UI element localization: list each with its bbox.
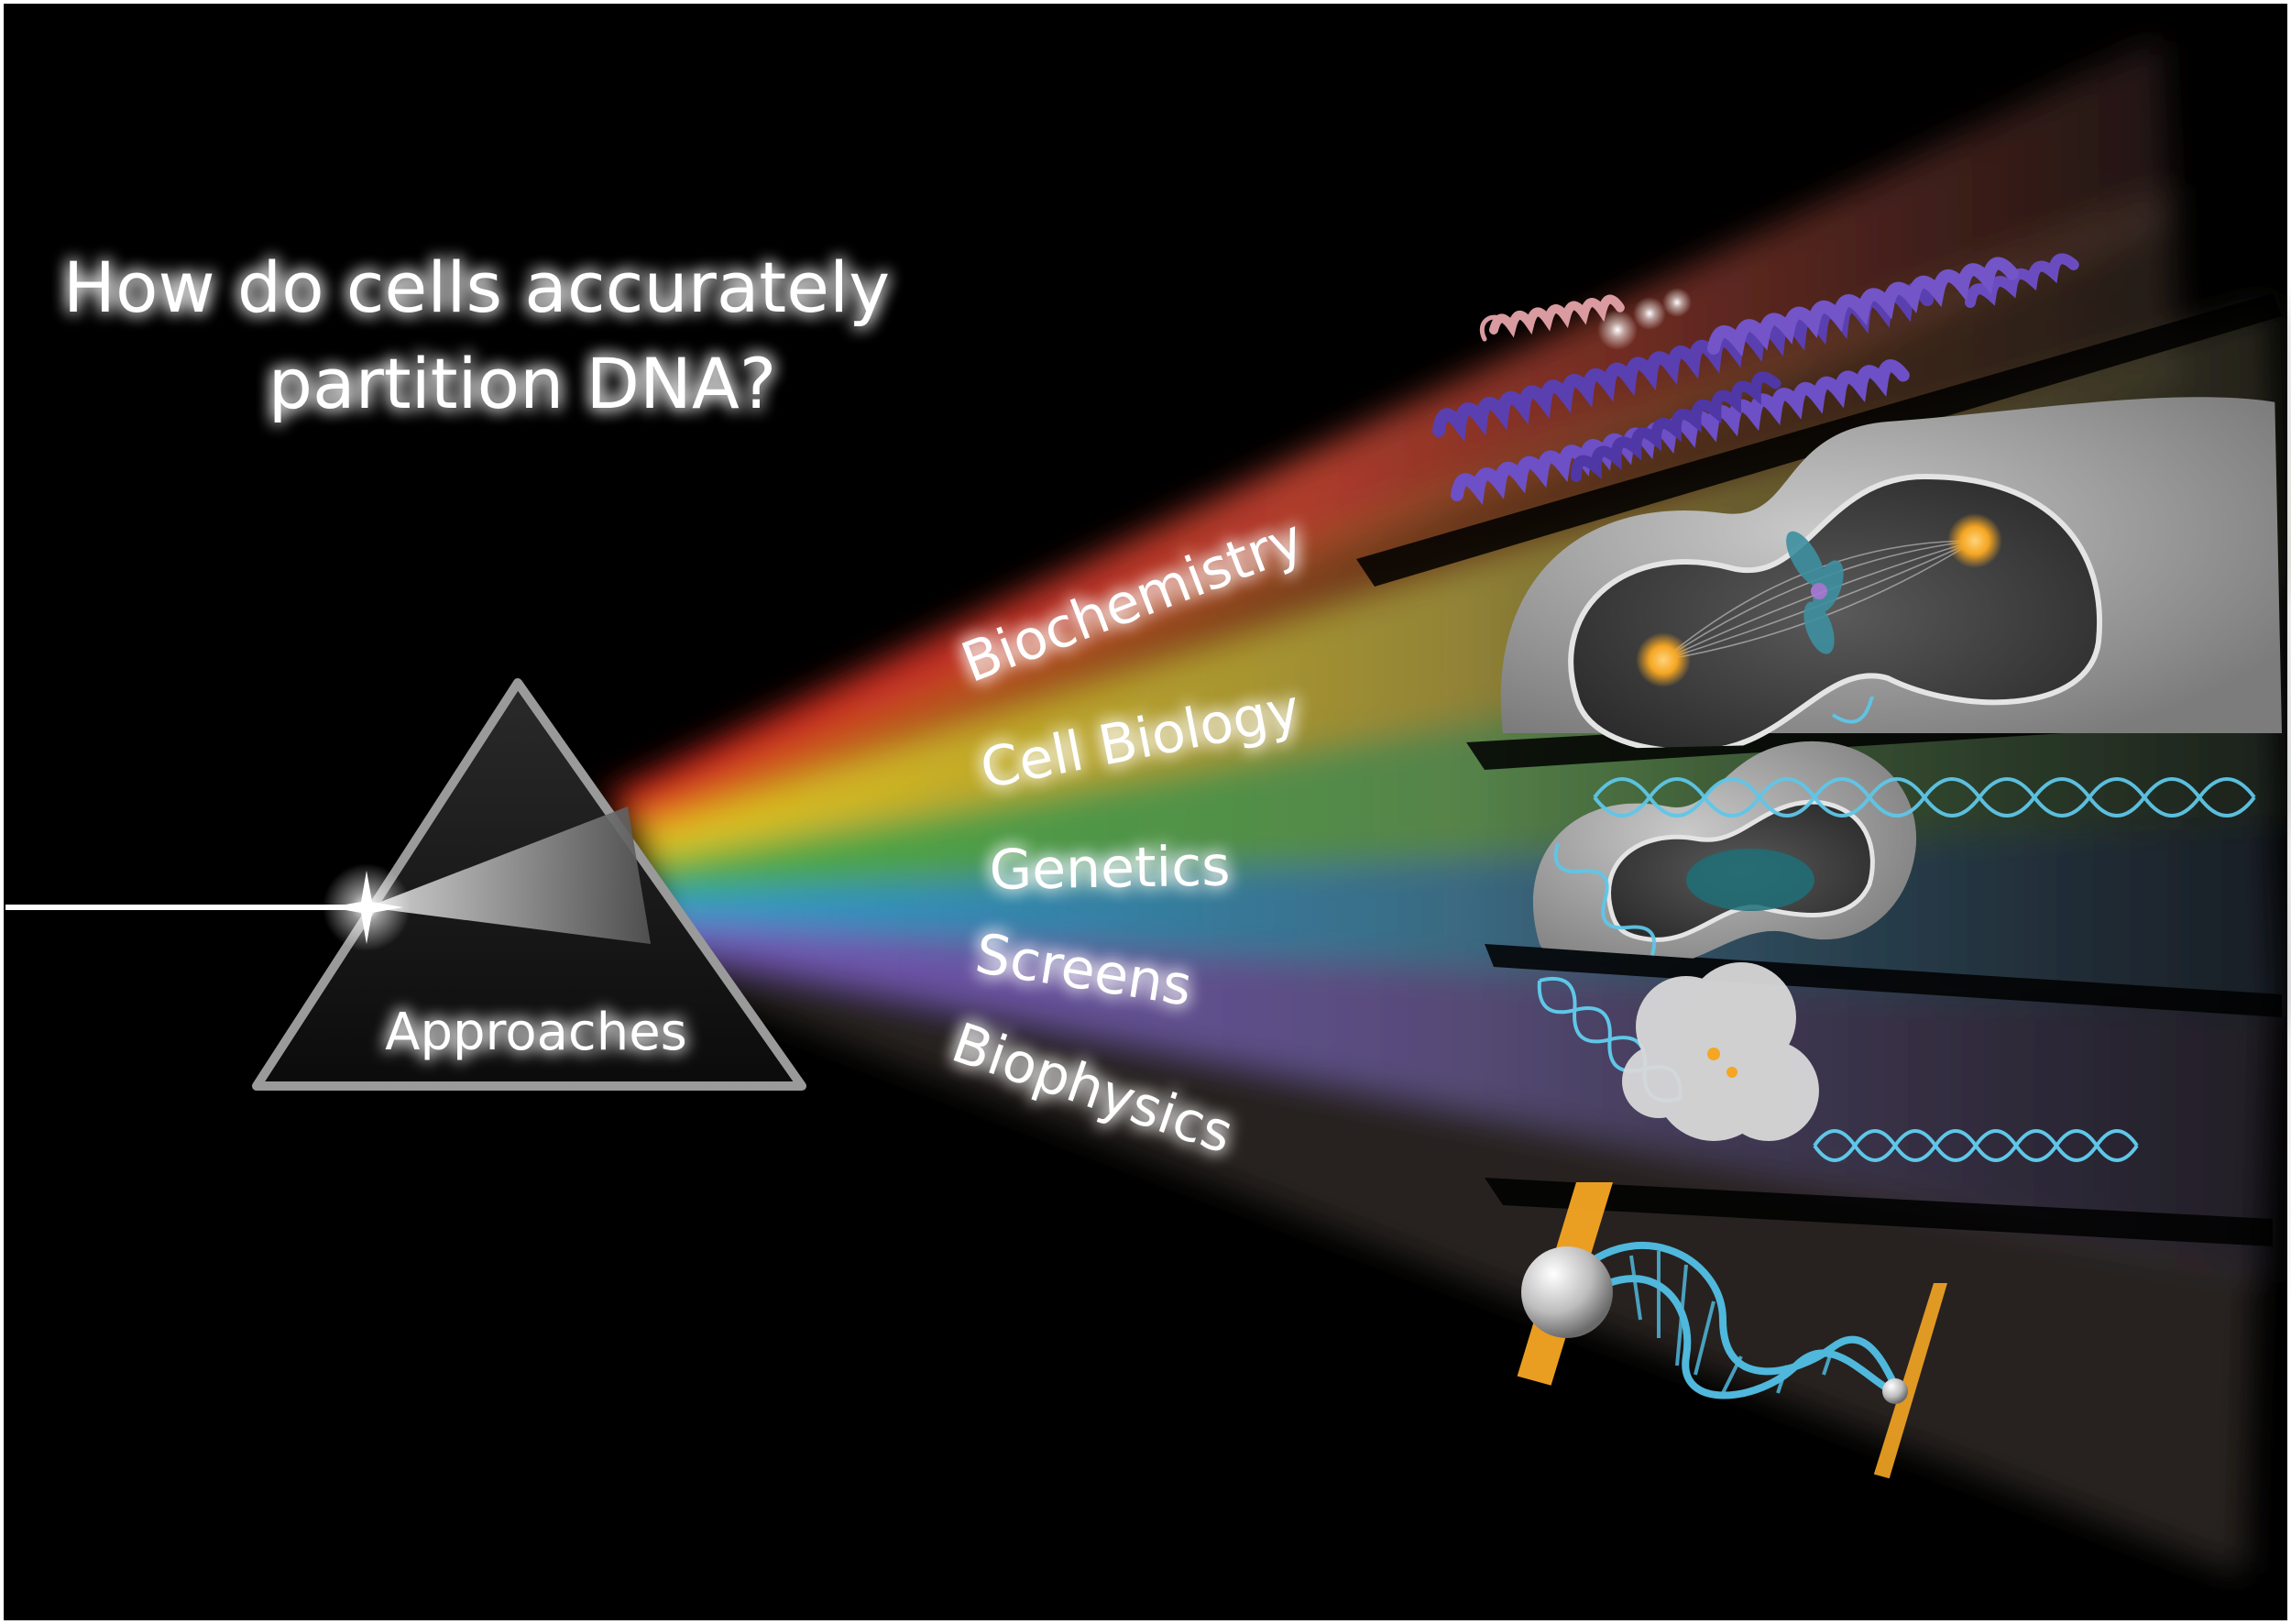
nucleosome-dna-icon [1537,962,2139,1162]
label-genetics: Genetics [989,834,1231,903]
title-line-2: partition DNA? [269,343,776,424]
spindle-pole-right [1947,513,2002,568]
red-beam [605,37,2172,820]
chromosomes [1786,531,1844,654]
highlight-sparkle [1597,310,1638,350]
title-group: How do cells accurately partition DNA? [63,247,890,424]
spindle-pole-left [1636,632,1691,687]
dna-helix-cell-icon [1532,697,2256,971]
protein-helix-icon [1432,253,2079,505]
prism [252,678,806,1091]
prism-label: Approaches [385,1003,687,1062]
bead-large [1521,1246,1613,1338]
bead-small [1882,1378,1908,1404]
title-line-1: How do cells accurately [63,247,890,328]
internal-beam [367,807,651,944]
lower-beam [660,944,2254,1576]
orange-beam [623,183,2181,843]
dividing-cell-icon [1500,397,2282,752]
